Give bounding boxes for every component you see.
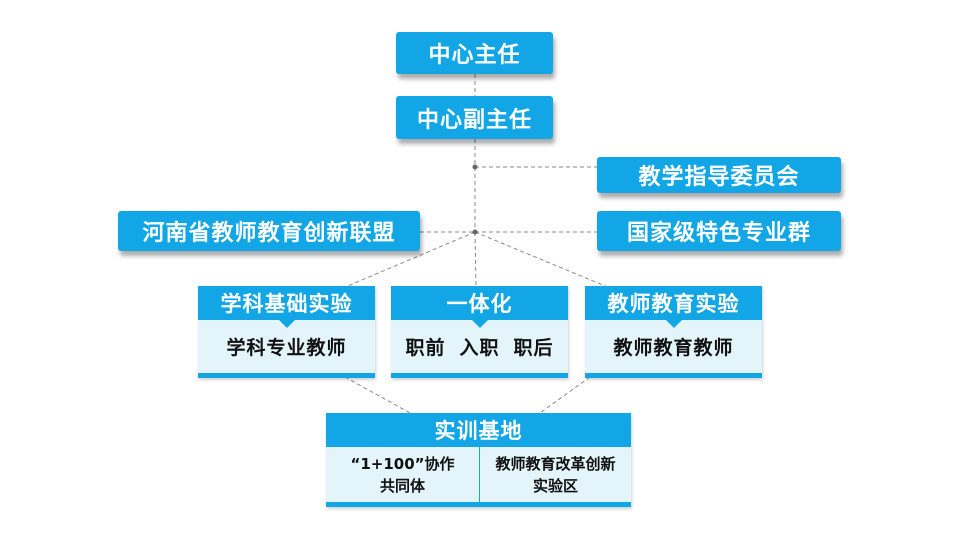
card-training-base: 实训基地 “1+100”协作 共同体 教师教育改革创新 实验区 [326, 413, 631, 507]
connector-to-left-card [342, 231, 476, 289]
card-subject-experiment-body: 学科专业教师 [226, 337, 347, 359]
card-training-base-title: 实训基地 [326, 413, 631, 447]
connector-to-right-card [474, 231, 611, 289]
henan-alliance-label: 河南省教师教育创新联盟 [142, 221, 396, 246]
junction-dot-center [472, 229, 478, 235]
card-subject-experiment-title: 学科基础实验 [198, 286, 375, 328]
card-integration-title: 一体化 [391, 286, 568, 328]
steering-committee-box: 教学指导委员会 [597, 157, 841, 193]
base-reform-line2: 实验区 [532, 476, 578, 495]
connector-to-mid-card [474, 231, 477, 288]
connector-right-card-base [539, 376, 591, 414]
stage-pre-service: 职前 [405, 337, 446, 359]
national-cluster-box: 国家级特色专业群 [597, 211, 841, 251]
henan-alliance-box: 河南省教师教育创新联盟 [118, 211, 420, 251]
deputy-director-box: 中心副主任 [396, 96, 553, 139]
card-teacher-education-experiment-body: 教师教育教师 [613, 337, 734, 359]
base-collaboration-line1: “1+100”协作 [350, 454, 455, 473]
card-subject-experiment: 学科基础实验 学科专业教师 [198, 286, 375, 378]
base-collaboration-community: “1+100”协作 共同体 [326, 447, 480, 502]
base-collaboration-line2: 共同体 [379, 476, 425, 495]
base-reform-line1: 教师教育改革创新 [495, 454, 616, 473]
card-teacher-education-experiment-title: 教师教育实验 [585, 286, 762, 328]
director-label: 中心主任 [428, 43, 521, 68]
card-teacher-education-experiment: 教师教育实验 教师教育教师 [585, 286, 762, 378]
national-cluster-label: 国家级特色专业群 [626, 221, 811, 246]
stage-in-service: 职后 [513, 337, 554, 359]
director-box: 中心主任 [396, 32, 553, 74]
deputy-director-label: 中心副主任 [416, 107, 532, 133]
base-reform-experimental-zone: 教师教育改革创新 实验区 [480, 447, 631, 502]
stage-induction: 入职 [459, 337, 500, 359]
connector-left-card-base [344, 376, 411, 414]
junction-dot-committee [472, 164, 478, 170]
steering-committee-label: 教学指导委员会 [638, 165, 800, 190]
card-integration: 一体化 职前 入职 职后 [391, 286, 568, 378]
